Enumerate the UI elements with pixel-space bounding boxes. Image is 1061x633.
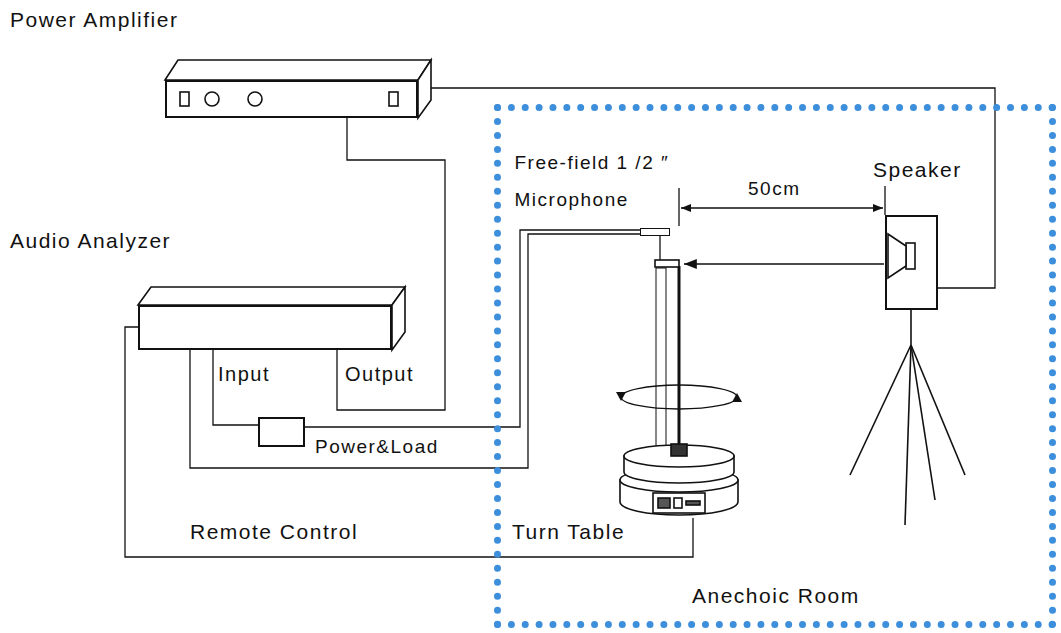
device-label: Power&Load — [315, 436, 439, 458]
microphone: Free-field 1 /2 ″ Microphone — [640, 228, 670, 236]
wire-label: Remote Control — [190, 520, 358, 544]
device-label: Audio Analyzer — [10, 229, 171, 253]
wire — [305, 230, 640, 427]
speaker-box: Speaker — [885, 215, 938, 310]
port-label: Input — [218, 363, 270, 386]
wire — [337, 118, 445, 410]
turn-table-outline — [618, 440, 740, 518]
port-label: 50cm — [748, 178, 800, 200]
wire — [125, 327, 693, 557]
wire — [213, 350, 258, 425]
wire — [190, 234, 640, 468]
device-label: Power Amplifier — [10, 8, 178, 32]
device-label: Turn Table — [512, 520, 625, 544]
turn-table: Turn Table — [618, 440, 740, 518]
audio-analyzer-box: Audio Analyzer — [138, 305, 392, 350]
device-label: Free-field 1 /2 ″ Microphone — [515, 144, 693, 218]
wire — [431, 88, 995, 288]
device-label: Anechoic Room — [692, 584, 860, 608]
power-amplifier-box: Power Amplifier — [165, 80, 418, 118]
power-load-box: Power&Load — [258, 417, 305, 447]
device-label: Speaker — [873, 158, 962, 182]
port-label: Output — [345, 363, 414, 386]
